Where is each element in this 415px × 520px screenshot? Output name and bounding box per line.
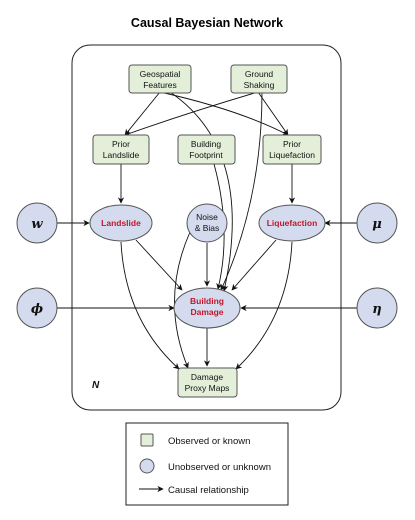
param-mu: μ [356, 202, 398, 244]
plate-label: N [92, 380, 100, 391]
edge-noise-dpm [174, 231, 191, 369]
node-prior-landslide-line1: Prior [112, 139, 130, 149]
node-shaking-line1: Ground [245, 69, 274, 79]
edge-geospatial-damage [169, 91, 233, 292]
legend-unobserved-swatch [139, 458, 155, 474]
node-prior-liquefaction-line2: Liquefaction [269, 150, 315, 160]
node-dpm-line2: Proxy Maps [185, 383, 230, 393]
node-landslide: Landslide [89, 204, 153, 242]
node-building-footprint: Building Footprint [177, 134, 236, 165]
node-prior-landslide: Prior Landslide [92, 134, 150, 165]
node-footprint-line1: Building [191, 139, 222, 149]
edge-geospatial-prior-liquefaction [159, 91, 289, 136]
param-phi: ϕ [16, 287, 58, 329]
node-damage-proxy-maps: Damage Proxy Maps [177, 367, 238, 398]
param-phi-label: ϕ [31, 302, 43, 317]
node-damage-line2: Damage [190, 307, 223, 317]
node-dpm-line1: Damage [191, 372, 223, 382]
edge-shaking-damage [220, 91, 263, 291]
param-w: w [16, 202, 58, 244]
param-eta: η [356, 287, 398, 329]
node-geospatial-features: Geospatial Features [128, 64, 192, 94]
node-damage-line1: Building [190, 296, 224, 306]
node-noise-line1: Noise [196, 212, 218, 222]
edge-shaking-prior-landslide [124, 91, 259, 137]
edge-liquefaction-dpm [235, 241, 293, 370]
node-prior-liquefaction: Prior Liquefaction [262, 134, 322, 165]
node-prior-landslide-line2: Landslide [103, 150, 140, 160]
edge-shaking-prior-liquefaction [257, 91, 289, 136]
node-building-damage: Building Damage [173, 287, 241, 329]
node-liquefaction-label: Liquefaction [267, 218, 318, 228]
edge-landslide-dpm [120, 241, 180, 370]
node-landslide-label: Landslide [101, 218, 141, 228]
edge-geospatial-prior-landslide [124, 91, 161, 136]
legend: Observed or known Unobserved or unknown … [125, 422, 289, 506]
legend-observed-swatch [140, 433, 154, 447]
node-footprint-line2: Footprint [189, 150, 223, 160]
edge-liquefaction-damage [231, 239, 277, 291]
param-mu-label: μ [372, 217, 382, 232]
node-geospatial-line1: Geospatial [140, 69, 181, 79]
legend-causal-label: Causal relationship [168, 485, 249, 496]
node-noise-line2: & Bias [195, 223, 220, 233]
node-ground-shaking: Ground Shaking [230, 64, 288, 94]
legend-observed-label: Observed or known [168, 436, 250, 447]
param-w-label: w [31, 217, 43, 232]
edge-landslide-damage [135, 239, 183, 291]
legend-unobserved-label: Unobserved or unknown [168, 462, 271, 473]
node-geospatial-line2: Features [143, 80, 177, 90]
node-noise-bias: Noise & Bias [186, 203, 228, 243]
node-prior-liquefaction-line1: Prior [283, 139, 301, 149]
node-liquefaction: Liquefaction [258, 204, 326, 242]
diagram-title: Causal Bayesian Network [131, 16, 283, 30]
edges [57, 91, 357, 370]
plate-n [71, 44, 342, 411]
param-eta-label: η [372, 302, 381, 317]
node-shaking-line2: Shaking [244, 80, 275, 90]
